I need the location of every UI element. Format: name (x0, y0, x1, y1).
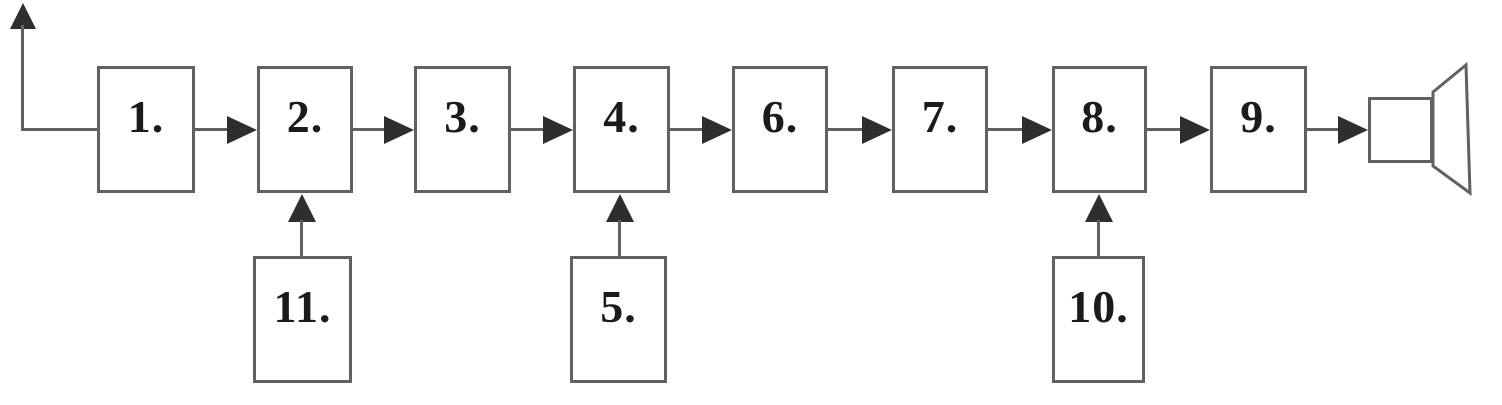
speaker-horn (1431, 61, 1472, 197)
arrowhead-icon (1338, 116, 1368, 144)
block-11-label: 11. (273, 281, 332, 332)
block-7: 7. (892, 66, 988, 193)
speaker-driver (1368, 97, 1433, 163)
block-8-label: 8. (1081, 91, 1118, 142)
block-10: 10. (1052, 256, 1145, 383)
block-4-label: 4. (603, 91, 640, 142)
arrowhead-icon (702, 116, 732, 144)
block-4: 4. (573, 66, 670, 193)
block-6-label: 6. (761, 91, 799, 142)
arrowhead-icon (1180, 116, 1210, 144)
arrowhead-icon (862, 116, 892, 144)
block-2-label: 2. (286, 91, 324, 142)
arrowhead-icon (543, 116, 573, 144)
antenna-feed-line (21, 128, 97, 131)
arrowhead-icon (384, 116, 414, 144)
arrowhead-icon (1022, 116, 1052, 144)
block-1: 1. (97, 66, 195, 193)
block-2: 2. (257, 66, 353, 193)
block-10-label: 10. (1068, 281, 1129, 332)
block-5-label: 5. (600, 281, 637, 332)
arrowhead-icon (606, 194, 634, 222)
antenna-arrowhead (10, 3, 36, 29)
block-3-label: 3. (444, 91, 481, 142)
antenna-mast-line (21, 25, 24, 131)
arrowhead-icon (288, 194, 316, 222)
block-1-label: 1. (127, 91, 165, 142)
arrowhead-icon (1085, 194, 1113, 222)
block-9: 9. (1210, 66, 1307, 193)
block-7-label: 7. (921, 91, 959, 142)
block-5: 5. (570, 256, 667, 383)
block-3: 3. (414, 66, 511, 193)
block-6: 6. (732, 66, 828, 193)
block-11: 11. (253, 256, 352, 383)
block-8: 8. (1052, 66, 1147, 193)
block-9-label: 9. (1240, 91, 1277, 142)
arrowhead-icon (227, 116, 257, 144)
